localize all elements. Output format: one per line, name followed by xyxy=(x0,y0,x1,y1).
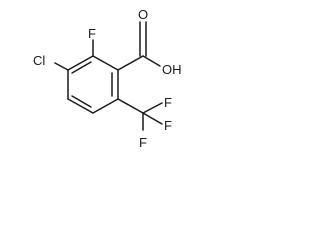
ring-bond-c4-c5 xyxy=(67,98,94,114)
structure-diagram: Cl F O OH F F F xyxy=(33,7,182,150)
atom-label-hydroxyl: OH xyxy=(162,62,182,77)
ring-bond-c1-c2 xyxy=(92,55,119,71)
bond-cf3-f-top xyxy=(142,102,163,114)
ring-bond-c5-c6 xyxy=(92,98,119,114)
atom-label-cf3-fluorine-bottom: F xyxy=(139,135,147,150)
atom-label-cf3-fluorine-top: F xyxy=(164,95,172,110)
ring-bond-c2-c3-inner xyxy=(71,61,92,74)
benzene-ring xyxy=(67,55,119,114)
ring-bond-c4-c5-inner xyxy=(71,95,92,108)
bond-cf3-f-right xyxy=(142,112,163,125)
bond-c6-cf3 xyxy=(117,98,144,114)
atom-label-cf3-fluorine-right: F xyxy=(164,118,172,133)
bond-c3-chlorine xyxy=(54,62,69,71)
bond-c1-carboxyl xyxy=(117,55,144,71)
bond-carboxyl-oh xyxy=(142,55,161,67)
atom-label-chlorine: Cl xyxy=(33,53,45,68)
atom-label-fluorine-ring: F xyxy=(88,26,96,41)
atom-label-oxygen-carbonyl: O xyxy=(138,7,148,22)
ring-bond-c2-c3 xyxy=(67,55,94,71)
